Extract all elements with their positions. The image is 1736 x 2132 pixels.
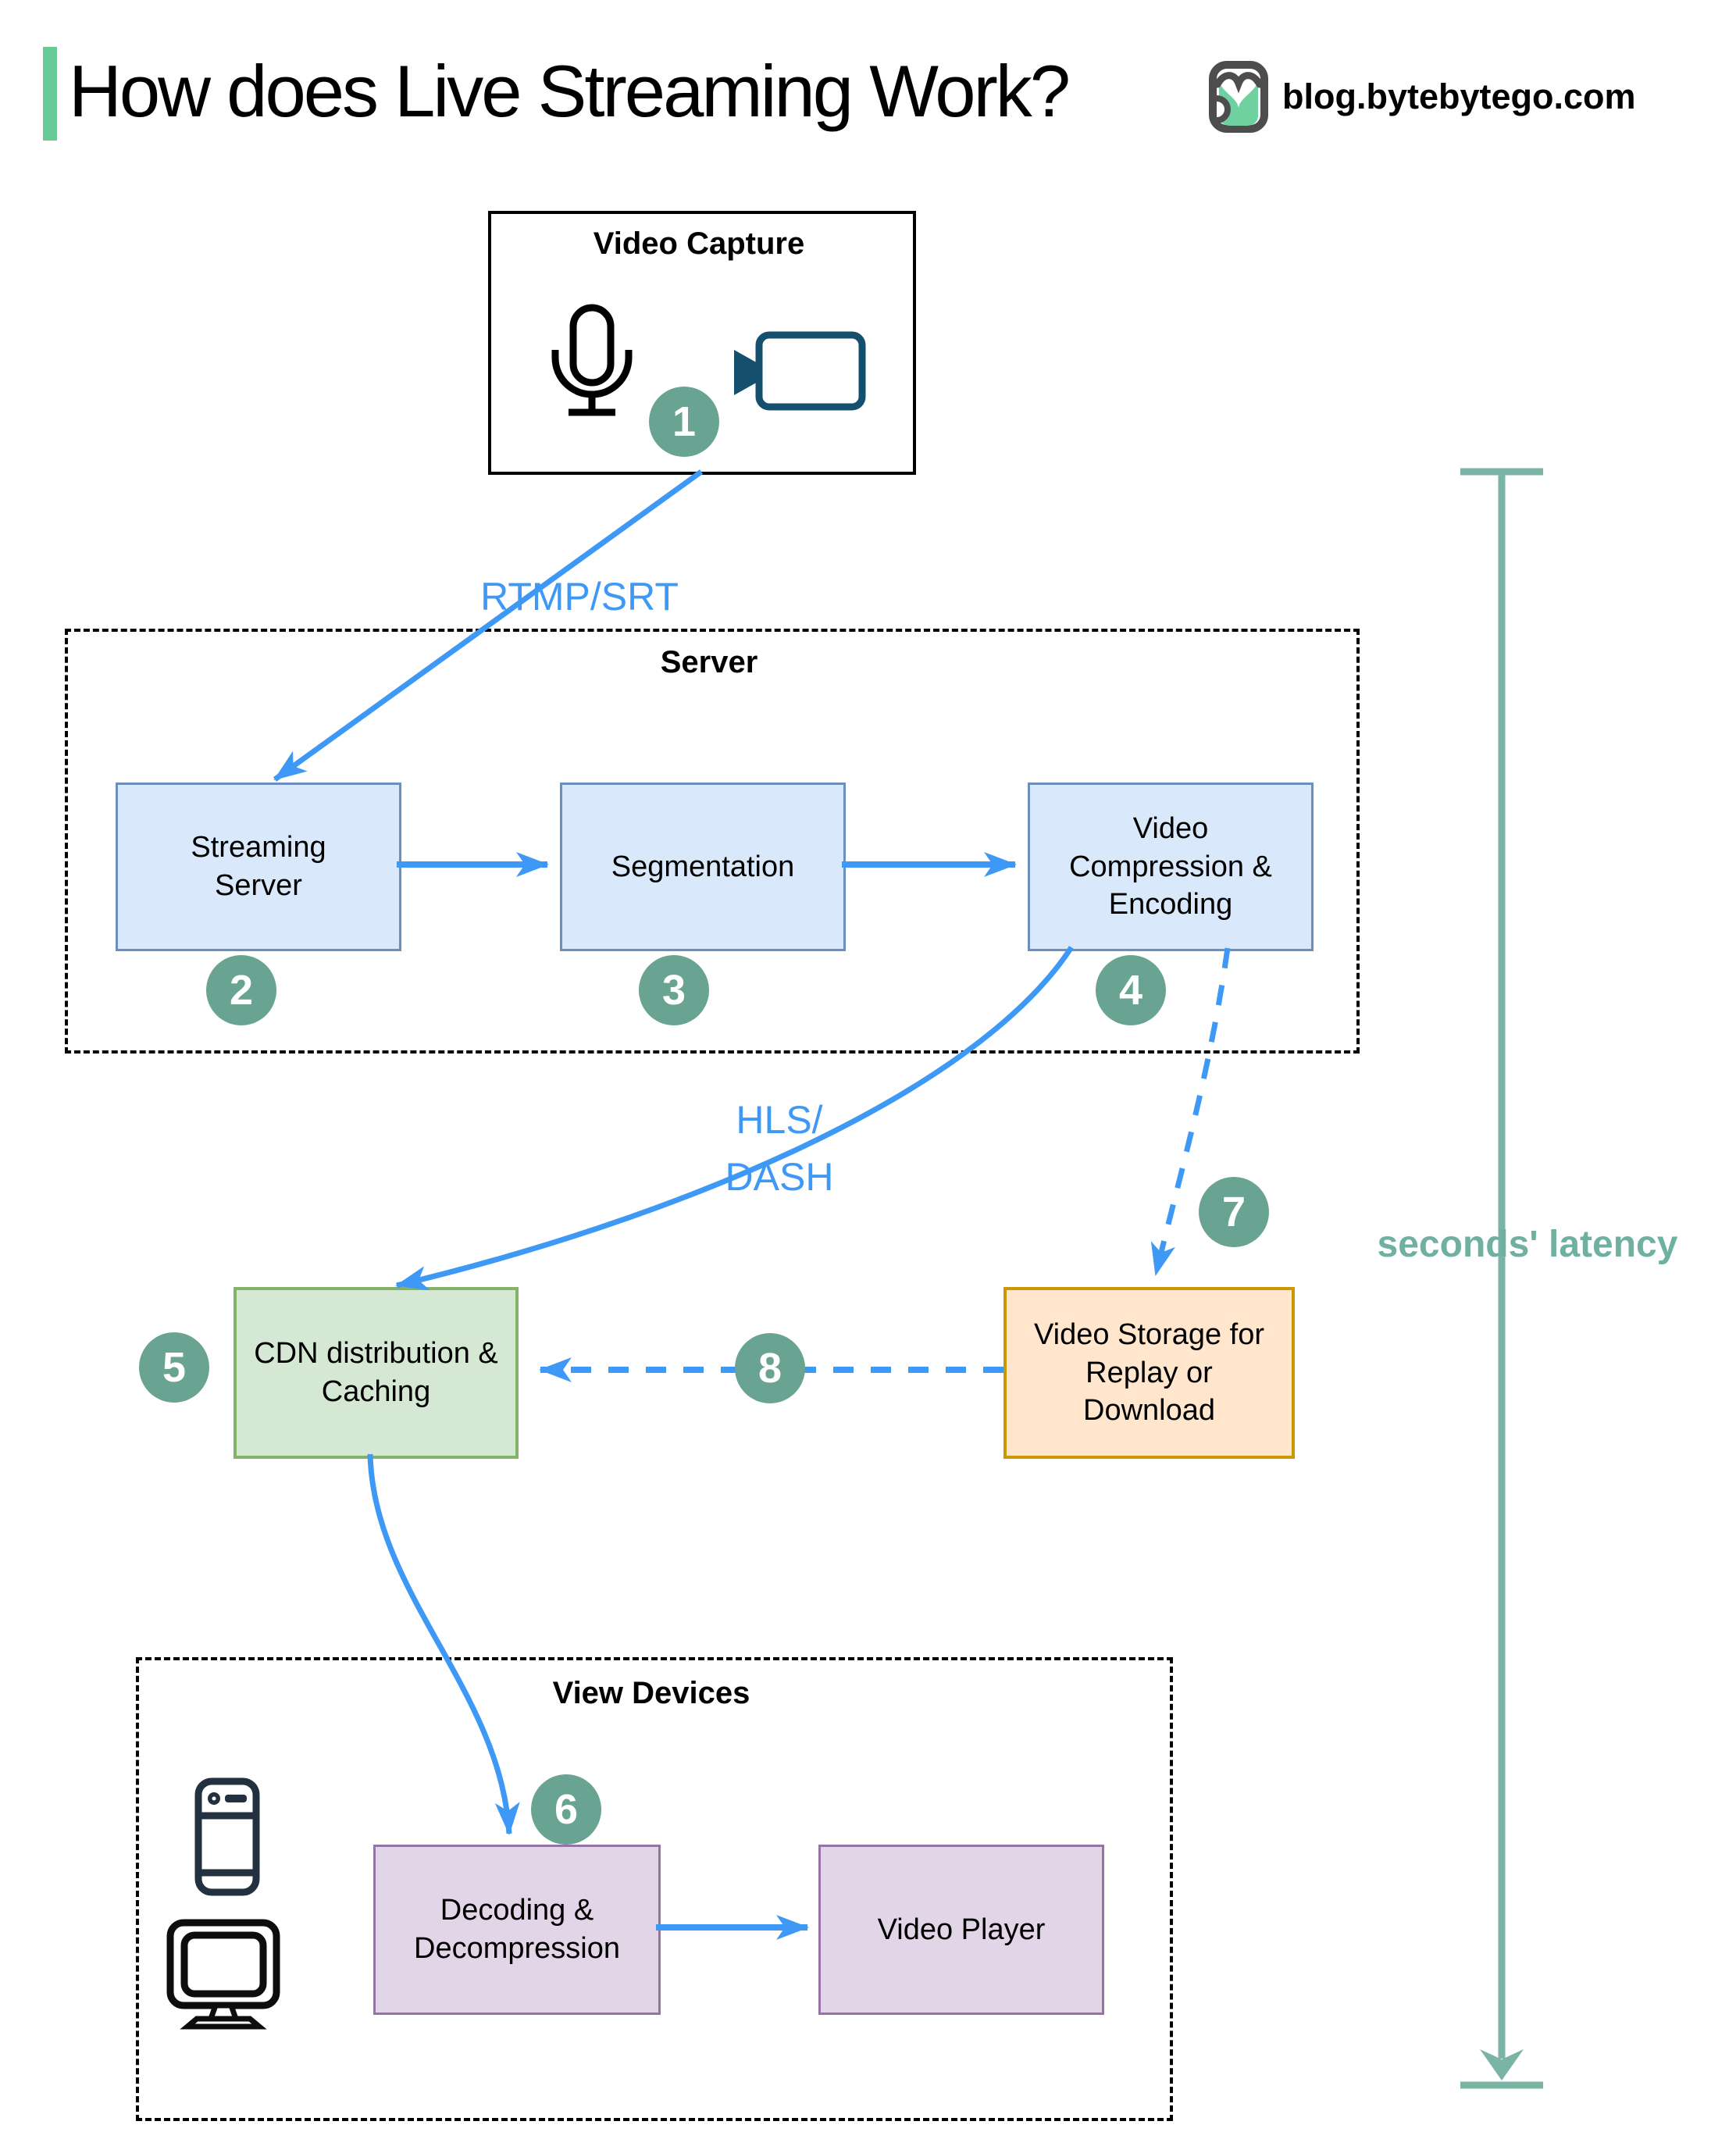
step-badge-5: 5: [139, 1332, 209, 1403]
smartphone-icon: [194, 1777, 260, 1896]
view-devices-group: [136, 1657, 1173, 2121]
video-player-label: Video Player: [877, 1913, 1046, 1946]
step-badge-1: 1: [649, 387, 719, 457]
video-compression-box: Video Compression & Encoding: [1028, 783, 1314, 951]
step-badge-2: 2: [206, 955, 276, 1025]
video-capture-title: Video Capture: [593, 226, 805, 261]
decoding-label: Decoding & Decompression: [414, 1894, 620, 1965]
streaming-server-box: Streaming Server: [116, 783, 401, 951]
segmentation-label: Segmentation: [611, 850, 795, 883]
streaming-server-label: Streaming Server: [191, 831, 326, 902]
latency-measure-line: [1460, 468, 1543, 2089]
view-devices-group-title: View Devices: [552, 1676, 750, 1710]
video-camera-icon: [734, 331, 866, 411]
server-group-title: Server: [660, 645, 758, 679]
page-title: How does Live Streaming Work?: [69, 50, 1071, 132]
microphone-icon: [551, 304, 633, 416]
site-url: blog.bytebytego.com: [1282, 77, 1636, 116]
bytebytego-logo-icon: [1209, 61, 1268, 133]
segmentation-box: Segmentation: [560, 783, 846, 951]
step-badge-3: 3: [639, 955, 709, 1025]
step-badge-4: 4: [1096, 955, 1166, 1025]
video-storage-label: Video Storage for Replay or Download: [1033, 1318, 1265, 1428]
step-badge-7: 7: [1199, 1177, 1269, 1247]
hls-dash-label: HLS/ DASH: [725, 1098, 834, 1199]
video-compression-label: Video Compression & Encoding: [1069, 812, 1272, 922]
step-badge-6: 6: [531, 1774, 601, 1845]
cdn-label: CDN distribution & Caching: [254, 1337, 498, 1408]
step-badge-8: 8: [735, 1333, 805, 1403]
latency-label: seconds' latency: [1377, 1224, 1678, 1265]
decoding-box: Decoding & Decompression: [373, 1845, 661, 2015]
video-player-box: Video Player: [818, 1845, 1104, 2015]
cdn-box: CDN distribution & Caching: [233, 1287, 519, 1459]
title-accent-bar: [43, 47, 57, 141]
video-storage-box: Video Storage for Replay or Download: [1003, 1287, 1295, 1459]
monitor-icon: [166, 1919, 280, 2030]
rtmp-label: RTMP/SRT: [480, 575, 679, 619]
